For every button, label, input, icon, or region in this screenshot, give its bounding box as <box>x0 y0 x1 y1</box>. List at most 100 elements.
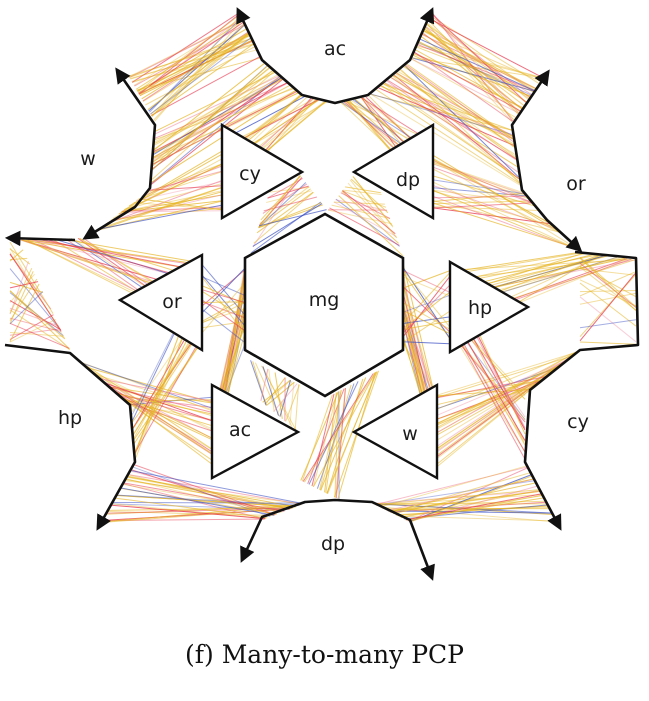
triangle-dp <box>351 122 435 221</box>
polyline-segment <box>436 389 529 397</box>
polyline-segment <box>201 276 246 296</box>
polyline-segment <box>276 380 293 415</box>
outer-axis-dp <box>240 498 435 581</box>
polyline-segment <box>79 361 213 409</box>
polyline-segment <box>135 181 223 202</box>
polyline-segment <box>402 320 451 330</box>
polyline-segment <box>432 161 526 196</box>
polyline-segment <box>436 365 560 441</box>
polyline-segment <box>258 174 301 228</box>
polyline-segment <box>341 190 399 244</box>
polyline-segment <box>9 281 39 289</box>
label-outer-cy: cy <box>567 411 589 433</box>
polyline-segment <box>9 261 29 315</box>
polyline-segment <box>579 290 637 293</box>
polyline-segment <box>342 190 396 235</box>
triangle-hp <box>448 259 531 355</box>
polyline-segment <box>422 32 523 110</box>
polyline-segment <box>404 65 515 148</box>
polyline-segment <box>152 87 293 154</box>
outer-axes <box>4 7 640 581</box>
polyline-segment <box>338 195 404 257</box>
polyline-segment <box>436 387 531 420</box>
polyline-segment <box>154 72 275 132</box>
polyline-segment <box>337 372 376 500</box>
polyline-segment <box>413 51 521 112</box>
polyline-segment <box>449 252 584 275</box>
polyline-segment <box>425 25 513 123</box>
polyline-segment <box>138 34 250 95</box>
polyline-segment <box>402 309 451 335</box>
polyline-segment <box>101 507 293 523</box>
polyline-segment <box>392 75 514 137</box>
polyline-segment <box>312 392 338 487</box>
polyline-segment <box>9 314 54 341</box>
polyline-segment <box>9 291 44 325</box>
polyline-segment <box>405 493 542 521</box>
polyline-segment <box>333 201 385 205</box>
polyline-segment <box>407 494 543 522</box>
polyline-segment <box>432 163 524 195</box>
polyline-segment <box>117 494 300 506</box>
polyline-segment <box>9 290 66 340</box>
polyline-segment <box>121 200 223 213</box>
figure-caption: (f) Many-to-many PCP <box>185 640 464 669</box>
polyline-segment <box>436 388 531 459</box>
polyline-segment <box>9 318 56 343</box>
label-outer-hp: hp <box>58 407 82 429</box>
polyline-segment <box>253 192 314 244</box>
polyline-segment <box>399 69 517 158</box>
polyline-segment <box>9 268 62 332</box>
outer-axis-or <box>510 69 583 253</box>
label-outer-ac: ac <box>324 38 346 60</box>
polyline-segment <box>134 336 203 454</box>
polyline-segment <box>260 368 269 401</box>
polyline-segment <box>141 32 249 100</box>
polyline-segment <box>252 203 323 247</box>
polyline-segment <box>121 190 223 213</box>
polyline-segment <box>201 321 246 329</box>
polyline-segment <box>393 482 537 515</box>
polyline-segment <box>393 74 520 180</box>
polyline-segment <box>252 175 301 248</box>
polyline-segment <box>259 186 310 224</box>
polyline-segment <box>579 262 637 308</box>
polyline-segment <box>402 310 451 343</box>
polyline-segment <box>152 63 265 152</box>
polyline-segment <box>147 33 250 111</box>
polyline-segment <box>266 190 313 203</box>
polyline-segment <box>137 14 240 93</box>
polyline-segment <box>449 251 581 273</box>
label-outer-or: or <box>566 173 586 195</box>
polyline-segment <box>410 57 519 114</box>
polyline-segment <box>579 282 637 327</box>
polyline-segment <box>9 271 34 324</box>
outer-axis-w <box>82 67 157 240</box>
polyline-segment <box>327 371 377 494</box>
polyline-segment <box>201 301 246 319</box>
polyline-segment <box>319 384 352 491</box>
polyline-segment <box>429 16 535 93</box>
polyline-segment <box>333 201 397 237</box>
label-outer-w: w <box>80 148 96 170</box>
polyline-segment <box>201 264 246 316</box>
polyline-segment <box>136 171 223 201</box>
hexagon-mg <box>243 212 405 398</box>
polyline-segment <box>9 322 70 349</box>
polyline-segment <box>9 247 65 339</box>
polyline-segment <box>201 274 246 327</box>
polyline-segment <box>400 69 520 184</box>
polyline-segment <box>383 83 513 131</box>
polyline-segment <box>117 494 295 508</box>
polyline-segment <box>262 379 291 403</box>
polyline-segment <box>127 476 293 509</box>
polyline-segment <box>426 23 530 100</box>
outer-axis-right-stub <box>523 250 640 531</box>
polyline-segment <box>154 19 243 122</box>
polyline-segment <box>301 394 333 482</box>
polyline-segment <box>449 331 526 423</box>
polyline-segment <box>151 33 250 117</box>
outer-axis-ac <box>236 7 435 105</box>
polyline-segment <box>145 163 223 194</box>
polyline-segment <box>9 267 33 314</box>
